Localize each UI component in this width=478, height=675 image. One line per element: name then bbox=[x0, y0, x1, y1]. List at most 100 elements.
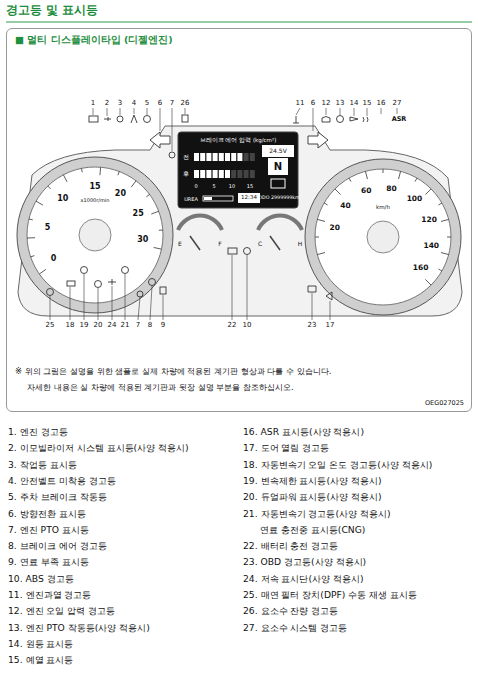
tick bbox=[131, 181, 136, 187]
tick bbox=[335, 189, 341, 195]
title-rule bbox=[6, 22, 472, 23]
leader-lines bbox=[50, 108, 397, 320]
list-item: 16. ASR 표시등(사양 적용시) bbox=[243, 427, 364, 436]
voltage-box bbox=[262, 145, 294, 157]
fuel-needle bbox=[190, 236, 200, 250]
display-text: ODO 2999999km bbox=[258, 196, 300, 201]
fuel-gauge-arc bbox=[178, 216, 222, 230]
pressure-bars bbox=[194, 153, 255, 178]
list-item: 6. 방향전환 표시등 bbox=[8, 509, 86, 518]
list-item: 3. 작업등 표시등 bbox=[8, 460, 77, 469]
tick bbox=[349, 178, 351, 181]
gauge-number: 30 bbox=[137, 236, 148, 244]
leader-line bbox=[120, 108, 121, 115]
tick bbox=[118, 171, 119, 175]
gauge-number: 80 bbox=[386, 185, 396, 193]
list-item: 9. 연료 부족 표시등 bbox=[8, 558, 89, 567]
gauge-unit: x1000r/min bbox=[81, 198, 110, 203]
gauge-number: 120 bbox=[421, 216, 437, 224]
gauge-number: 20 bbox=[115, 190, 126, 198]
callout-number: 8 bbox=[148, 322, 152, 329]
leader-line bbox=[313, 108, 314, 131]
display-text: UREA bbox=[184, 197, 198, 202]
callout-number: 9 bbox=[161, 322, 165, 329]
tick bbox=[31, 256, 35, 257]
tick bbox=[36, 201, 43, 205]
leader-line bbox=[296, 108, 300, 115]
gauge-number: 100 bbox=[407, 196, 423, 204]
bar-segment bbox=[206, 153, 211, 161]
leader-line bbox=[326, 108, 327, 115]
leader-line bbox=[150, 286, 152, 320]
tachometer-face bbox=[27, 167, 163, 303]
gauge-number: 60 bbox=[361, 187, 371, 195]
callout-number: 6 bbox=[311, 100, 315, 107]
tachometer-ring bbox=[17, 157, 173, 313]
list-item: 24. 저속 표시단(사양 적용시) bbox=[243, 574, 364, 583]
speedometer-hub bbox=[367, 221, 399, 253]
display-text: 전 bbox=[183, 154, 189, 160]
gauge-number: 140 bbox=[423, 242, 439, 250]
display-scale: 0 bbox=[194, 184, 197, 189]
tick bbox=[399, 171, 401, 179]
warning-icons bbox=[47, 115, 369, 300]
list-item: 26. 요소수 잔량 경고등 bbox=[243, 607, 338, 616]
display-scale: 10 bbox=[229, 184, 235, 189]
leader-line bbox=[247, 255, 248, 320]
gauge-letter: H bbox=[298, 241, 303, 247]
callout-number: 11 bbox=[296, 100, 305, 107]
tick bbox=[438, 203, 441, 205]
turn-left-arrow bbox=[150, 132, 170, 148]
callout-number: 17 bbox=[326, 322, 335, 329]
tick bbox=[99, 167, 101, 175]
leader-line bbox=[125, 274, 126, 320]
list-item: 20. 듀얼파워 표시등(사양 적용시) bbox=[243, 493, 382, 502]
callout-number: 4 bbox=[132, 100, 136, 107]
gauge-number: 0 bbox=[51, 255, 57, 263]
leader-line bbox=[84, 274, 85, 320]
bar-segment bbox=[244, 170, 249, 178]
tick bbox=[438, 269, 441, 271]
list-item: 13. 엔진 PTO 작동등(사양 적용시) bbox=[8, 623, 150, 632]
callout-number: 6 bbox=[158, 100, 162, 107]
leader-line bbox=[354, 108, 355, 116]
callout-number: 10 bbox=[243, 322, 252, 329]
leader-line bbox=[367, 108, 368, 116]
bar-segment bbox=[250, 170, 255, 178]
bar-segment bbox=[244, 153, 249, 161]
page-title: 경고등 및 표시등 bbox=[6, 5, 98, 17]
list-item: 2. 이모빌라이저 시스템 표시등(사양 적용시) bbox=[8, 444, 189, 453]
leader-line bbox=[397, 108, 398, 114]
list-item: 23. OBD 경고등(사양 적용시) bbox=[243, 558, 366, 567]
callout-number: 1 bbox=[91, 100, 95, 107]
list-item: 14. 원등 표시등 bbox=[8, 639, 73, 648]
leader-line bbox=[93, 108, 94, 115]
bar-segment bbox=[213, 170, 218, 178]
callout-number: 3 bbox=[118, 100, 122, 107]
note-text: 자세한 내용은 실 차량에 적용된 계기판과 뒷장 설명 부분을 참조하십시오. bbox=[27, 383, 294, 392]
section-heading: ■ 멀티 디스플레이타입 (디젤엔진) bbox=[15, 35, 173, 45]
tick bbox=[159, 230, 163, 231]
list-item: 연료 충전중 표시등(CNG) bbox=[260, 525, 365, 534]
bar-segment bbox=[219, 153, 224, 161]
tick bbox=[39, 269, 46, 274]
leader-line bbox=[112, 286, 113, 320]
display-scale: 5 bbox=[212, 184, 215, 189]
bar-segment bbox=[225, 153, 230, 161]
tick bbox=[146, 194, 149, 196]
bar-segment bbox=[237, 153, 242, 161]
display-text: 브레이크 에어 압력 (kg/cm²) bbox=[200, 138, 277, 144]
list-item: 4. 안전벨트 미착용 경고등 bbox=[8, 476, 116, 485]
leader-line bbox=[232, 255, 233, 320]
leader-line bbox=[330, 301, 331, 320]
tick bbox=[317, 253, 325, 255]
callout-number: 22 bbox=[228, 322, 237, 329]
callout-number: 23 bbox=[308, 322, 317, 329]
leader-line bbox=[98, 288, 99, 320]
callout-number: 20 bbox=[94, 322, 103, 329]
gauge-number: 40 bbox=[340, 202, 350, 210]
figure-code: OEG027025 bbox=[425, 400, 464, 407]
display-text: 12:34 bbox=[241, 195, 257, 201]
tick bbox=[447, 237, 451, 238]
leader-line bbox=[381, 108, 382, 114]
